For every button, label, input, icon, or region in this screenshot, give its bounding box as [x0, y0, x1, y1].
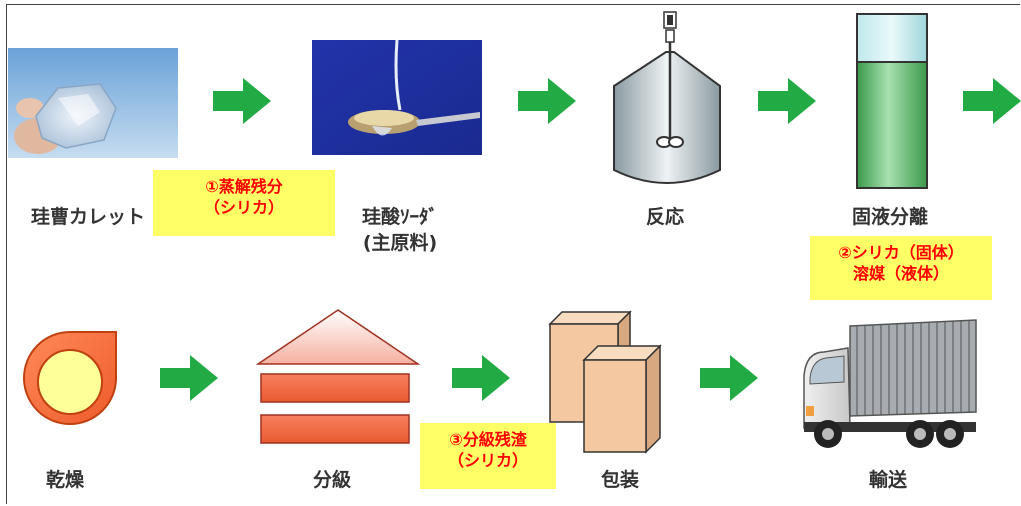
step-label-main-material: (主原料) [362, 232, 438, 254]
spoon-photo [312, 40, 482, 155]
step-label-classification: 分級 [312, 469, 351, 491]
note-line: （シリカ） [447, 451, 528, 470]
diagram-frame [6, 4, 1020, 504]
note-line: 溶媒（液体） [852, 264, 949, 283]
step-label-packaging: 包装 [600, 469, 639, 491]
note-line: ③分級残渣 [449, 430, 527, 449]
step-label-drying: 乾燥 [45, 469, 84, 491]
note-solid-liquid: ②シリカ（固体） 溶媒（液体） [810, 236, 992, 300]
glass-cullet-photo [8, 48, 178, 158]
note-digestion-residue: ①蒸解残分 （シリカ） [153, 170, 335, 236]
arrow-right-icon [213, 78, 271, 124]
step-label-reaction: 反応 [645, 206, 684, 228]
truck-icon [800, 318, 978, 458]
note-classification-residue: ③分級残渣 （シリカ） [420, 423, 556, 489]
step-label-transport: 輸送 [868, 469, 907, 491]
arrow-right-icon [518, 78, 576, 124]
reactor-tank-icon [610, 10, 725, 190]
note-line: ①蒸解残分 [205, 177, 283, 196]
step-label-cullet: 珪曹カレット [30, 206, 145, 228]
dryer-icon [20, 328, 120, 428]
classifier-icon [256, 308, 421, 448]
arrow-right-icon [963, 78, 1021, 124]
separator-cylinder-icon [855, 12, 930, 190]
step-label-sodium-silicate: 珪酸ｿｰﾀﾞ [361, 206, 438, 228]
arrow-right-icon [700, 355, 758, 401]
arrow-right-icon [160, 355, 218, 401]
arrow-right-icon [758, 78, 816, 124]
arrow-right-icon [452, 355, 510, 401]
boxes-icon [548, 310, 663, 455]
note-line: ②シリカ（固体） [838, 243, 964, 262]
step-label-separation: 固液分離 [851, 206, 928, 228]
note-line: （シリカ） [203, 198, 284, 217]
